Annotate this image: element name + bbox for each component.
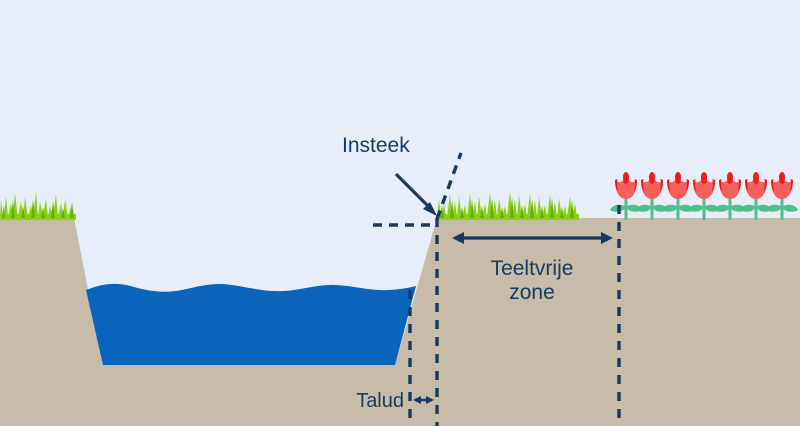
grass-left-bank: [0, 192, 76, 220]
teeltvrije-zone-measure-arrow: [452, 232, 613, 244]
tulip-row: [610, 172, 798, 220]
grass-right-bank: [437, 190, 579, 220]
teeltvrije-zone-label-line1: Teeltvrije: [491, 257, 574, 280]
insteek-label: Insteek: [342, 134, 410, 157]
tulip-flower: [740, 172, 772, 220]
insteek-pointer-arrow: [394, 172, 437, 216]
talud-measure-arrow: [413, 396, 434, 404]
tulip-flower: [610, 172, 642, 220]
soil-ground: [0, 218, 800, 426]
teeltvrije-zone-label-line2: zone: [509, 281, 555, 304]
insteek-bank-line: [435, 152, 463, 220]
talud-label: Talud: [356, 390, 404, 412]
tulip-flower: [766, 172, 798, 220]
tulip-flower: [714, 172, 746, 220]
ditch-water: [86, 283, 416, 365]
tulip-flower: [688, 172, 720, 220]
